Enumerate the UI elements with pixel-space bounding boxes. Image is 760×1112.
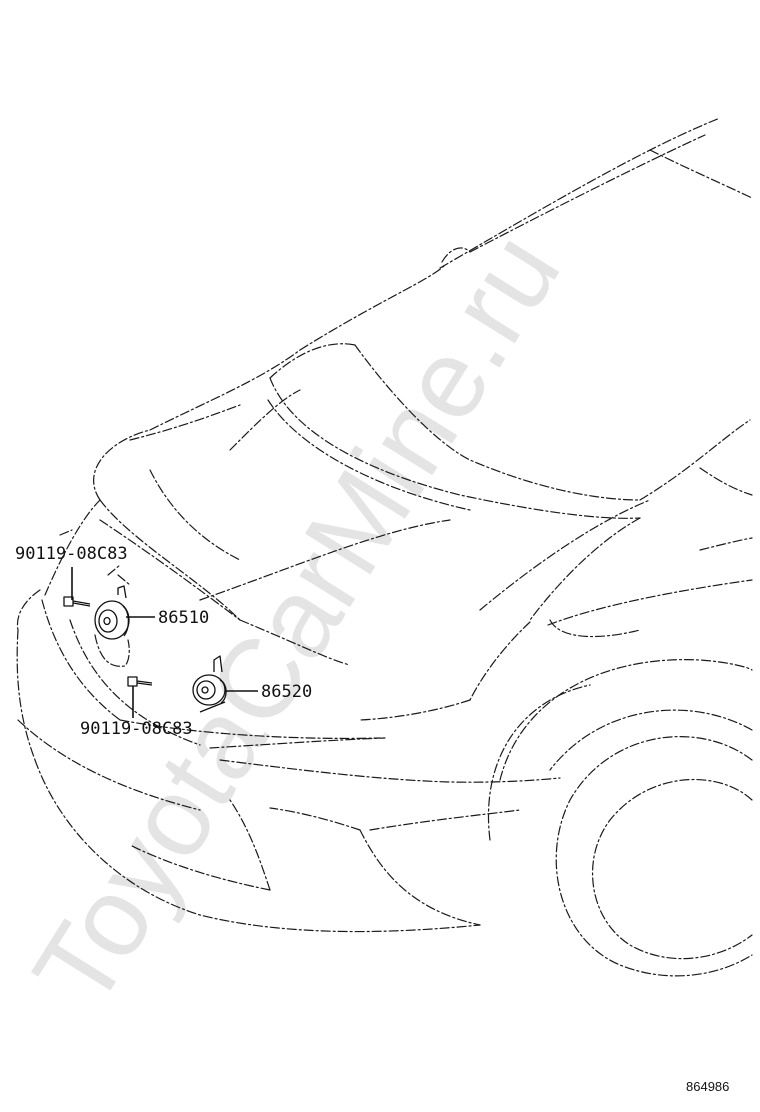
- drawing-number: 864986: [686, 1079, 729, 1094]
- horn-low-body: [192, 674, 226, 706]
- vehicle-outline: [16, 117, 753, 977]
- part-number-bolt-lower: 90119-08C83: [80, 719, 193, 739]
- horn-high-assembly: [63, 585, 130, 640]
- part-number-horn-high: 86510: [158, 608, 209, 628]
- part-number-bolt-upper: 90119-08C83: [15, 544, 128, 564]
- bolt-lower-icon: [127, 676, 153, 687]
- leader-lines: [71, 567, 258, 718]
- bolt-upper-icon: [63, 596, 91, 607]
- part-number-horn-low: 86520: [261, 682, 312, 702]
